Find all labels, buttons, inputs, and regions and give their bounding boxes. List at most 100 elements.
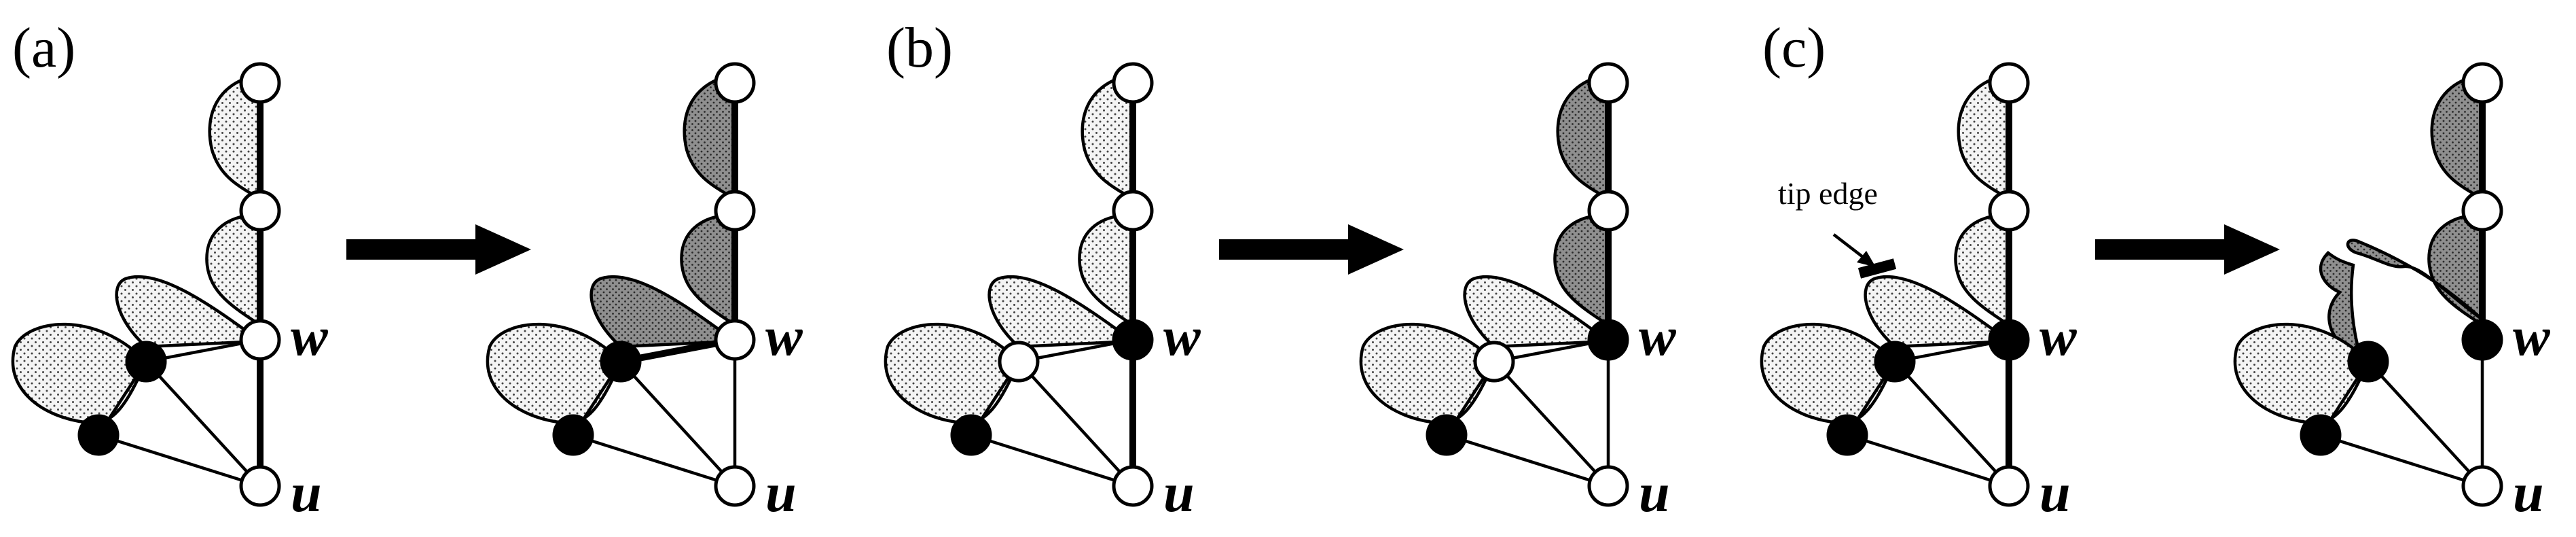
vertex-open [2461,62,2503,104]
edge [1446,433,1609,488]
vertex-w [1988,319,2030,361]
panel-label: (b) [886,16,953,80]
panel-label: (c) [1762,16,1826,80]
edge [970,433,1133,488]
graph-a-after: w u [486,62,803,523]
edge [619,360,736,487]
tip-edge-arrowhead [1857,251,1876,267]
vertex-open [714,62,756,104]
transition-arrow [1219,224,1404,275]
panel-b: (b) w u [884,16,1676,523]
w-label: w [765,305,803,367]
region-left-lobe [486,322,623,425]
u-label: u [1639,462,1670,523]
region-top-dark [1556,73,1610,201]
vertex-filled [1826,414,1868,456]
w-label: w [1639,305,1676,367]
vertex-open [2461,190,2503,232]
vertex-w [239,319,281,361]
vertex-filled [1426,414,1468,456]
region-middle-dark [2427,213,2484,328]
region-fan [1463,275,1613,349]
graph-b-after: w u [1359,62,1676,523]
vertex-open [239,62,281,104]
region-middle [205,213,262,328]
edge [98,433,261,488]
u-label: u [765,462,797,523]
region-middle [1078,213,1135,328]
region-top [1081,73,1135,201]
edge [145,360,261,487]
region-fan [115,275,265,349]
region-left-lobe [2233,322,2370,425]
vertex-open [1587,190,1629,232]
vertex-w [714,319,756,361]
vertex-open [1112,62,1154,104]
vertex-filled [2347,341,2389,383]
vertex-w [1587,319,1629,361]
region-left-lobe [11,322,148,425]
region-split-left [2319,250,2365,367]
tip-edge-label: tip edge [1778,176,1878,211]
region-left-lobe [1760,322,1897,425]
vertex-open [1988,190,2030,232]
w-label: w [291,305,328,367]
vertex-open [1587,62,1629,104]
vertex-filled [2300,414,2342,456]
vertex-u [239,465,281,507]
w-label: w [2039,305,2077,367]
region-middle-dark [680,213,737,328]
vertex-u [714,465,756,507]
region-top-dark [2430,73,2484,201]
edge [573,433,736,488]
vertex-filled [77,414,120,456]
graph-a-before: w u [11,62,328,523]
edge [1893,360,2010,487]
vertex-filled [600,341,642,383]
u-label: u [1163,462,1195,523]
edge [2320,433,2483,488]
region-split-right [2346,239,2484,321]
vertex-u [1988,465,2030,507]
edge [1493,360,1610,487]
vertex-w [2461,319,2503,361]
region-left-lobe [884,322,1021,425]
region-top-dark [683,73,737,201]
w-label: w [2513,305,2550,367]
region-left-lobe [1359,322,1496,425]
panel-a: (a) w u [11,16,803,523]
edge [2367,360,2484,487]
panel-label: (a) [12,16,75,80]
region-top [1957,73,2011,201]
w-label: w [1163,305,1201,367]
graph-c-before: tip edge w u [1760,62,2077,523]
vertex-open [714,190,756,232]
region-middle-dark [1553,213,1610,328]
vertex-filled [1874,341,1916,383]
region-fan [987,275,1138,349]
graph-b-before: w u [884,62,1201,523]
vertex-open [1112,190,1154,232]
region-middle [1954,213,2011,328]
region-fan [1864,275,2014,349]
panel-c: (c) tip edge w u [1760,16,2550,523]
u-label: u [2513,462,2544,523]
transition-arrow [346,224,531,275]
edge [1847,433,2010,488]
vertex-filled [950,414,992,456]
region-top [208,73,262,201]
vertex-open [1988,62,2030,104]
vertex-u [1112,465,1154,507]
graph-c-after: w u [2233,62,2550,523]
vertex-filled [125,341,167,383]
vertex-w [1112,319,1154,361]
u-label: u [291,462,322,523]
edge [1017,360,1134,487]
vertex-u [1587,465,1629,507]
vertex-open [998,341,1040,383]
tip-edge-marker [1857,258,1897,279]
transition-arrow [2095,224,2280,275]
region-fan-dark [589,275,740,349]
vertex-open [239,190,281,232]
